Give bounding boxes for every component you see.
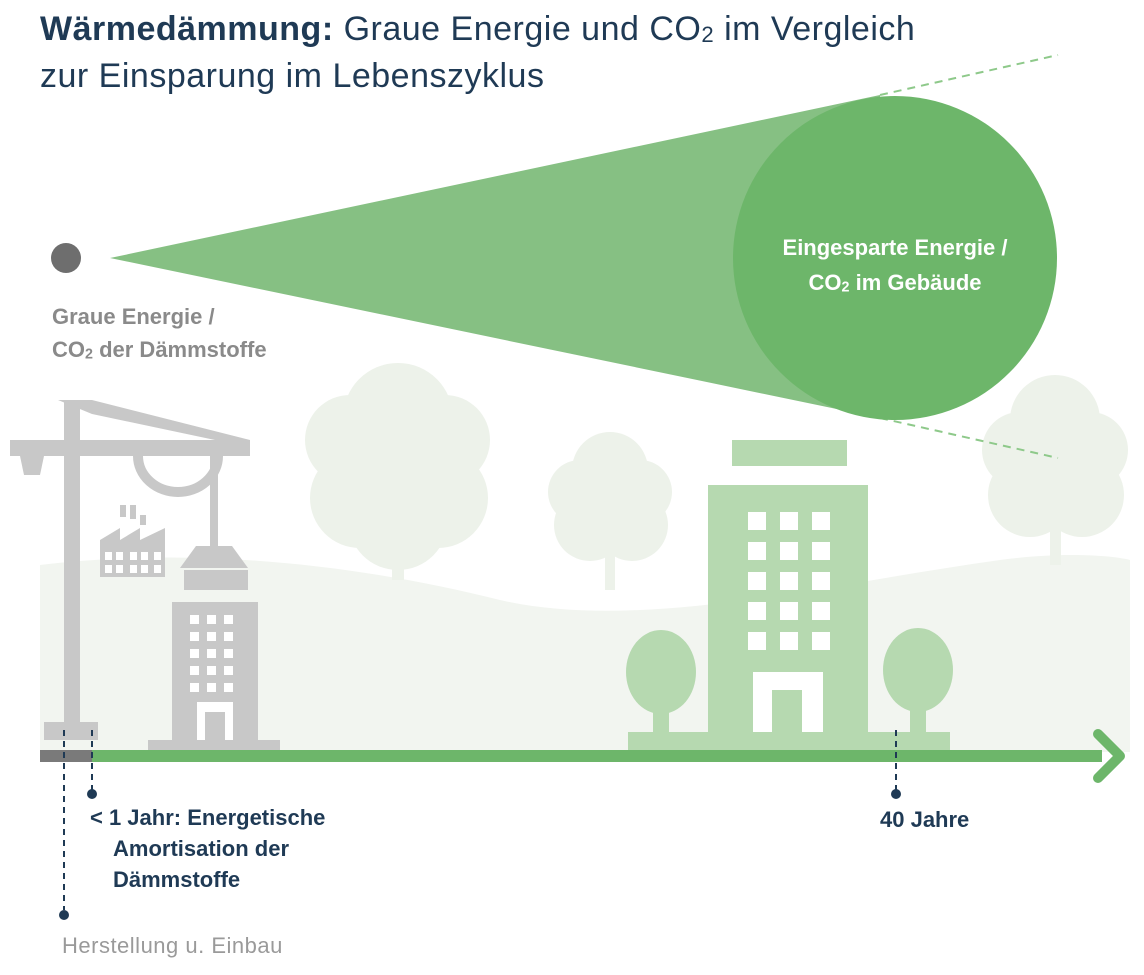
grey-energy-label: Graue Energie / CO2 der Dämmstoffe bbox=[52, 300, 267, 366]
page-title: Wärmedämmung: Graue Energie und CO2 im V… bbox=[40, 6, 1120, 100]
timeline-production-segment bbox=[40, 750, 92, 762]
background-tree-large bbox=[305, 363, 490, 580]
timeline-arrowhead bbox=[1093, 729, 1125, 783]
amortisation-line3: Dämmstoffe bbox=[113, 867, 241, 892]
background-tree-right bbox=[982, 375, 1128, 565]
saved-energy-co: CO bbox=[808, 270, 842, 295]
grey-energy-dot bbox=[51, 243, 81, 273]
title-line2: zur Einsparung im Lebenszyklus bbox=[40, 57, 545, 95]
timeline-axis bbox=[92, 750, 1102, 762]
end-years-label: 40 Jahre bbox=[880, 807, 970, 832]
grey-energy-line2: der Dämmstoffe bbox=[99, 337, 267, 362]
saved-energy-line2: im Gebäude bbox=[855, 270, 982, 295]
green-building-icon bbox=[628, 440, 950, 750]
marker-production-dot bbox=[59, 910, 69, 920]
grey-energy-line1: Graue Energie / bbox=[52, 304, 215, 329]
beam-dashed-line-bottom bbox=[879, 417, 1059, 459]
saved-energy-line1: Eingesparte Energie / bbox=[782, 235, 1008, 260]
beam-dashed-line-top bbox=[879, 54, 1059, 96]
amortisation-label: < 1 Jahr: Energetische Amortisation der … bbox=[90, 802, 325, 895]
comparison-beam bbox=[110, 95, 880, 418]
title-line1-end: im Vergleich bbox=[724, 10, 916, 48]
amortisation-line2: Amortisation der bbox=[113, 836, 290, 861]
background-tree-small bbox=[548, 432, 672, 590]
grey-building-icon bbox=[148, 602, 280, 750]
green-tree-right-icon bbox=[883, 628, 953, 735]
grey-energy-sub: 2 bbox=[85, 346, 93, 363]
title-subscript: 2 bbox=[701, 22, 715, 48]
factory-windows bbox=[105, 552, 161, 573]
crane-icon bbox=[10, 400, 250, 740]
green-tree-left-icon bbox=[626, 630, 696, 735]
saved-energy-label: Eingesparte Energie / CO2 im Gebäude bbox=[735, 230, 1055, 300]
saved-energy-circle bbox=[733, 96, 1057, 420]
marker-amortisation-dot bbox=[87, 789, 97, 799]
saved-energy-sub: 2 bbox=[841, 279, 850, 296]
title-bold: Wärmedämmung: bbox=[40, 10, 334, 48]
amortisation-line1: < 1 Jahr: Energetische bbox=[90, 805, 326, 830]
title-line1: Graue Energie und CO bbox=[343, 10, 702, 48]
grey-energy-co: CO bbox=[52, 337, 85, 362]
marker-40-years-dot bbox=[891, 789, 901, 799]
production-label: Herstellung u. Einbau bbox=[62, 933, 283, 958]
